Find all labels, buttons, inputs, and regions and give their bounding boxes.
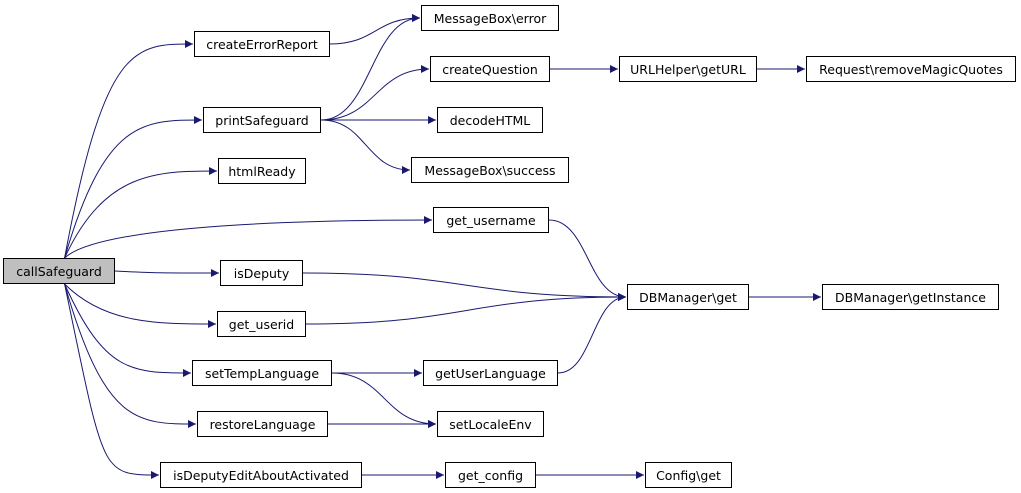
node-setLocaleEnv[interactable]: setLocaleEnv	[437, 411, 544, 437]
edge-printSafeguard-to-createQuestion	[320, 65, 430, 121]
node-URLHelperGetURL[interactable]: URLHelper\getURL	[619, 56, 757, 82]
node-createErrorReport[interactable]: createErrorReport	[194, 31, 330, 57]
edge-getUserLanguage-to-DBManagerGet	[557, 293, 627, 374]
edge-callSafeguard-to-printSafeguard	[64, 116, 203, 259]
edge-callSafeguard-to-isDeputyEditAboutActivated	[64, 283, 160, 479]
node-MessageBoxSuccess[interactable]: MessageBox\success	[411, 157, 569, 183]
node-DBManagerGet[interactable]: DBManager\get	[627, 284, 749, 310]
node-callSafeguard[interactable]: callSafeguard	[3, 258, 115, 284]
node-createQuestion[interactable]: createQuestion	[430, 56, 550, 82]
edge-callSafeguard-to-restoreLanguage	[64, 283, 197, 428]
edge-callSafeguard-to-createErrorReport	[64, 40, 194, 259]
node-RequestRemoveMagicQuotes[interactable]: Request\removeMagicQuotes	[806, 56, 1016, 82]
node-restoreLanguage[interactable]: restoreLanguage	[197, 411, 328, 437]
node-decodeHTML[interactable]: decodeHTML	[437, 107, 543, 133]
node-isDeputyEditAboutActivated[interactable]: isDeputyEditAboutActivated	[160, 462, 362, 488]
node-htmlReady[interactable]: htmlReady	[218, 158, 306, 184]
node-getUserLanguage[interactable]: getUserLanguage	[423, 360, 558, 386]
node-printSafeguard[interactable]: printSafeguard	[203, 107, 321, 133]
edge-printSafeguard-to-MessageBoxSuccess	[320, 119, 411, 174]
edge-printSafeguard-to-MessageBoxError	[320, 14, 421, 121]
node-DBManagerGetInstance[interactable]: DBManager\getInstance	[822, 284, 999, 310]
edge-isDeputy-to-DBManagerGet	[302, 272, 627, 301]
node-MessageBoxError[interactable]: MessageBox\error	[421, 5, 559, 31]
edge-callSafeguard-to-isDeputy	[114, 268, 220, 277]
edge-callSafeguard-to-get_username	[64, 216, 433, 259]
edge-get_username-to-DBManagerGet	[548, 219, 627, 301]
edge-callSafeguard-to-setTempLanguage	[64, 283, 192, 377]
edge-callSafeguard-to-get_userid	[64, 283, 217, 328]
node-isDeputy[interactable]: isDeputy	[220, 260, 303, 286]
edge-setTempLanguage-to-setLocaleEnv	[331, 372, 437, 428]
node-get_userid[interactable]: get_userid	[217, 311, 306, 337]
edge-get_userid-to-DBManagerGet	[305, 293, 627, 325]
node-get_config[interactable]: get_config	[445, 462, 536, 488]
node-ConfigGet[interactable]: Config\get	[645, 462, 732, 488]
node-get_username[interactable]: get_username	[433, 207, 549, 233]
edge-callSafeguard-to-htmlReady	[64, 167, 218, 259]
node-setTempLanguage[interactable]: setTempLanguage	[192, 360, 332, 386]
edge-createErrorReport-to-MessageBoxError	[329, 14, 421, 45]
